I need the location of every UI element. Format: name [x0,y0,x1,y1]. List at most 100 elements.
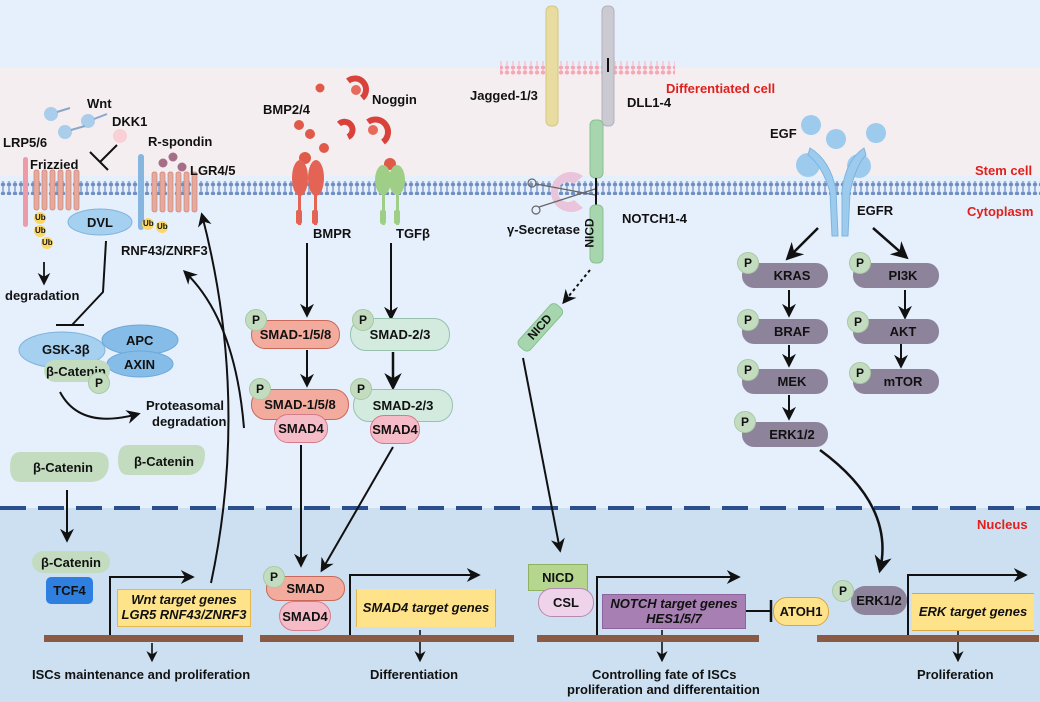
phospho-erk-nucleus: P [832,580,854,602]
bmp-outcome: Differentiation [370,667,459,682]
dll-label: DLL1-4 [627,95,672,110]
phospho-smad158-1: P [245,309,267,331]
ub-3: Ub [42,238,53,247]
dna-bmp [260,635,514,642]
scissors-icon [527,178,596,215]
atoh1-protein: ATOH1 [773,597,829,626]
frizzled-receptor [33,169,80,211]
wnt-target-line-1: Wnt target genes [131,592,237,608]
lrp-receptor [23,157,28,227]
phospho-mtor: P [849,362,871,384]
phospho-pi3k: P [849,252,871,274]
nicd-membrane [589,204,604,264]
frizzled-label: Frizzied [30,157,79,172]
rspondin-label: R-spondin [148,134,213,149]
stem-cell-membrane [0,181,1040,195]
wnt-label: Wnt [87,96,112,111]
bcat-label-1: β-Catenin [33,460,93,475]
gsk3b-label: GSK-3β [42,342,90,357]
wnt-feedback-arrow-2 [182,270,245,429]
bmpr-receptor [292,160,324,225]
bmpr-label: BMPR [313,226,352,241]
dvl-label: DVL [87,215,113,230]
egf-ligands [796,115,886,178]
erk-protein: ERK1/2 [742,422,828,447]
notch-target-genes: NOTCH target genes HES1/5/7 [602,594,746,629]
ub-5: Ub [157,222,168,231]
differentiated-cell-membrane [500,61,675,75]
bcat-nucleus: β-Catenin [32,551,110,573]
dna-egf [817,635,1039,642]
wnt-ligands [44,107,108,139]
notch-receptor-ext [589,119,604,179]
egf-outcome: Proliferation [917,667,994,682]
phospho-smad23-2: P [350,378,372,400]
ub-cluster-right [142,218,168,233]
jagged-label: Jagged-1/3 [470,88,538,103]
smad4-target-label: SMAD4 target genes [362,599,490,615]
smad4-tgfb: SMAD4 [370,415,420,444]
region-stem-cell: Stem cell [975,163,1033,178]
smad4-nucleus: SMAD4 [279,601,331,631]
dvl-inhibition-gsk [56,240,107,326]
smad4-bmp: SMAD4 [274,414,328,443]
region-nucleus: Nucleus [977,517,1028,532]
wnt-target-genes: Wnt target genes LGR5 RNF43/ZNRF3 [117,589,251,627]
dkk1-inhibition [89,144,118,171]
ub-4: Ub [143,219,154,228]
phospho-mek: P [737,359,759,381]
dkk1-label: DKK1 [112,114,148,129]
dvl-protein [67,208,133,236]
lgr-label: LGR4/5 [190,163,236,178]
proteasomal-label-2: degradation [152,414,227,429]
egfr-receptor [807,147,867,237]
tgfb-receptor [375,165,405,225]
erk-target-label: ERK target genes [918,603,1028,619]
mek-protein: MEK [742,369,828,394]
nicd-release-arrow [562,269,591,305]
degradation-label: degradation [5,288,80,303]
rnf-label: RNF43/ZNRF3 [121,243,208,258]
wnt-outcome: ISCs maintenance and proliferation [32,667,251,682]
wnt-target-line-2: LGR5 RNF43/ZNRF3 [121,607,247,622]
proteasomal-arrow [59,391,141,424]
rnf43-receptor [138,154,144,230]
nicd-nucleus: NICD [528,564,588,591]
erk-target-genes: ERK target genes [912,593,1034,631]
csl-protein: CSL [538,588,594,617]
gamma-secretase [551,172,583,212]
lgr-receptor [151,171,198,213]
ub-cluster-left [34,212,53,249]
phospho-bcat: P [88,372,110,394]
dna-wnt [44,635,243,642]
dna-notch [537,635,759,642]
phospho-smad-nucleus: P [263,566,285,588]
notch-outcome-2: proliferation and differentaition [567,682,760,697]
bcat-cytoplasm-1 [10,452,109,482]
notch-outcome-1: Controlling fate of ISCs [592,667,737,682]
apc-label: APC [126,333,154,348]
proteasomal-label-1: Proteasomal [146,398,225,413]
noggin-proteins [336,75,391,145]
mtor-protein: mTOR [853,369,939,394]
phospho-smad158-2: P [249,378,271,400]
erk-nucleus: ERK1/2 [851,586,907,615]
ub-2: Ub [35,226,46,235]
notch-label: NOTCH1-4 [622,211,688,226]
secretase-label: γ-Secretase [507,222,580,237]
erk-to-nucleus-arrow [819,448,892,574]
notch-target-line-1: NOTCH target genes [610,595,738,611]
noggin-cores [351,85,378,135]
tcf4-protein: TCF4 [46,577,93,604]
egfr-label: EGFR [857,203,894,218]
wnt-feedback-arrow-1 [198,212,230,584]
noggin-label: Noggin [372,92,417,107]
jagged-ligand [545,5,559,127]
bmp-label: BMP2/4 [263,102,310,117]
nicd-cytoplasm [517,303,564,352]
ub-1: Ub [35,213,46,222]
lrp-label: LRP5/6 [3,135,48,150]
tgfb-label: TGFβ [396,226,430,241]
